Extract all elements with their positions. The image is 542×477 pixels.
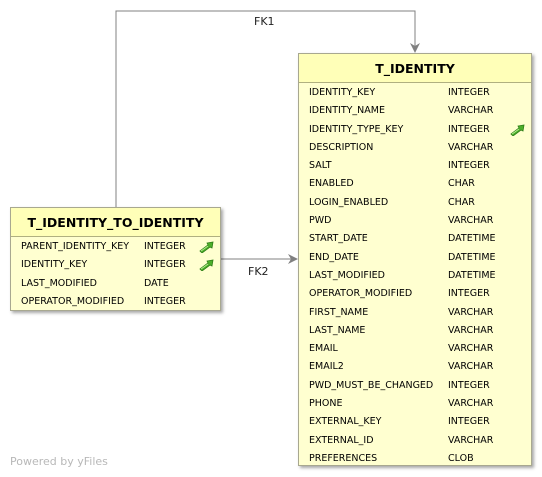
column-type: DATE (144, 277, 169, 289)
column-name: FIRST_NAME (309, 306, 369, 318)
column-type: DATETIME (448, 251, 496, 263)
column-name: PWD (309, 215, 332, 227)
column-name: EXTERNAL_ID (309, 434, 374, 446)
column-name: SALT (309, 160, 332, 172)
column-row[interactable]: IDENTITY_TYPE_KEY INTEGER (299, 121, 531, 139)
column-type: INTEGER (144, 259, 186, 271)
column-row[interactable]: SALT INTEGER (299, 157, 531, 175)
foreign-key-icon (510, 124, 526, 143)
column-row[interactable]: PREFERENCES CLOB (299, 450, 531, 468)
column-type: INTEGER (144, 241, 186, 252)
column-type: INTEGER (448, 123, 490, 135)
column-type: VARCHAR (448, 324, 494, 336)
column-name: LAST_NAME (309, 324, 366, 336)
column-row[interactable]: EXTERNAL_ID VARCHAR (299, 432, 531, 450)
column-name: OPERATOR_MODIFIED (309, 288, 413, 300)
column-name: EXTERNAL_KEY (309, 416, 382, 428)
watermark: Powered by yFiles (10, 455, 108, 468)
column-row[interactable]: IDENTITY_NAME VARCHAR (299, 102, 531, 120)
column-type: INTEGER (448, 416, 490, 428)
column-type: VARCHAR (448, 398, 494, 410)
column-row[interactable]: LAST_MODIFIED DATETIME (299, 267, 531, 285)
foreign-key-icon (199, 259, 215, 278)
fk2-label: FK2 (248, 265, 269, 278)
column-row[interactable]: PARENT_IDENTITY_KEY INTEGER (11, 238, 220, 256)
column-type: CLOB (448, 452, 474, 464)
column-type: INTEGER (144, 295, 186, 307)
table-title: T_IDENTITY_TO_IDENTITY (11, 208, 220, 237)
column-type: VARCHAR (448, 343, 494, 355)
column-name: IDENTITY_KEY (309, 87, 376, 98)
column-name: LOGIN_ENABLED (309, 196, 389, 208)
column-type: VARCHAR (448, 215, 494, 227)
column-name: PWD_MUST_BE_CHANGED (309, 379, 434, 391)
column-type: DATETIME (448, 233, 496, 245)
column-name: START_DATE (309, 233, 368, 245)
column-list: PARENT_IDENTITY_KEY INTEGER IDENTITY_KEY IN… (11, 237, 220, 311)
column-row[interactable]: PHONE VARCHAR (299, 395, 531, 413)
column-name: ENABLED (309, 178, 354, 190)
column-row[interactable]: FIRST_NAME VARCHAR (299, 304, 531, 322)
column-row[interactable]: EMAIL VARCHAR (299, 340, 531, 358)
column-row[interactable]: LAST_NAME VARCHAR (299, 322, 531, 340)
column-name: EMAIL2 (309, 361, 344, 373)
column-name: IDENTITY_NAME (309, 105, 385, 117)
column-row[interactable]: PWD_MUST_BE_CHANGED INTEGER (299, 377, 531, 395)
column-type: CHAR (448, 178, 475, 190)
fk1-label: FK1 (254, 15, 275, 28)
foreign-key-icon (199, 241, 215, 260)
table-title: T_IDENTITY (299, 54, 531, 83)
column-row[interactable]: OPERATOR_MODIFIED INTEGER (299, 285, 531, 303)
column-name: IDENTITY_TYPE_KEY (309, 123, 404, 135)
column-row[interactable]: PWD VARCHAR (299, 212, 531, 230)
column-name: EMAIL (309, 343, 338, 355)
column-name: END_DATE (309, 251, 359, 263)
column-type: DATETIME (448, 269, 496, 281)
column-name: DESCRIPTION (309, 141, 374, 153)
column-row[interactable]: LOGIN_ENABLED CHAR (299, 194, 531, 212)
column-row[interactable]: OPERATOR_MODIFIED INTEGER (11, 293, 220, 311)
column-row[interactable]: LAST_MODIFIED DATE (11, 275, 220, 293)
column-row[interactable]: IDENTITY_KEY INTEGER (299, 84, 531, 102)
fk1-edge[interactable] (115, 10, 420, 207)
column-row[interactable]: END_DATE DATETIME (299, 249, 531, 267)
column-type: VARCHAR (448, 105, 494, 117)
table-t-identity[interactable]: T_IDENTITY IDENTITY_KEY INTEGER IDENTITY_N… (298, 53, 532, 466)
column-type: INTEGER (448, 288, 490, 300)
column-type: INTEGER (448, 379, 490, 391)
column-row[interactable]: EMAIL2 VARCHAR (299, 358, 531, 376)
column-name: OPERATOR_MODIFIED (21, 295, 125, 307)
column-row[interactable]: ENABLED CHAR (299, 175, 531, 193)
column-type: INTEGER (448, 87, 490, 98)
column-type: INTEGER (448, 160, 490, 172)
column-type: VARCHAR (448, 434, 494, 446)
column-name: IDENTITY_KEY (21, 259, 88, 271)
column-type: VARCHAR (448, 361, 494, 373)
column-name: PREFERENCES (309, 452, 378, 464)
column-row[interactable]: EXTERNAL_KEY INTEGER (299, 413, 531, 431)
column-row[interactable]: DESCRIPTION VARCHAR (299, 139, 531, 157)
table-t-identity-to-identity[interactable]: T_IDENTITY_TO_IDENTITY PARENT_IDENTITY_K… (10, 207, 221, 311)
column-name: PARENT_IDENTITY_KEY (21, 241, 130, 252)
column-name: PHONE (309, 398, 343, 410)
column-name: LAST_MODIFIED (21, 277, 97, 289)
column-row[interactable]: IDENTITY_KEY INTEGER (11, 256, 220, 274)
column-type: CHAR (448, 196, 475, 208)
column-type: VARCHAR (448, 141, 494, 153)
column-row[interactable]: START_DATE DATETIME (299, 230, 531, 248)
column-name: LAST_MODIFIED (309, 269, 385, 281)
column-type: VARCHAR (448, 306, 494, 318)
